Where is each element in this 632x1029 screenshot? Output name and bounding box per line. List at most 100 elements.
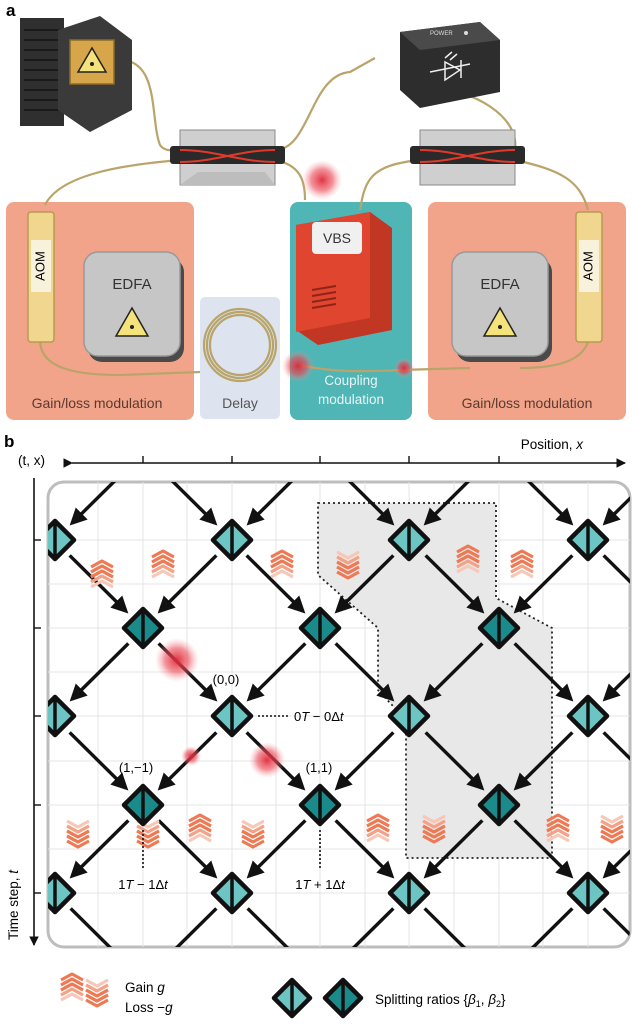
lattice-arrow xyxy=(158,907,218,947)
lattice-arrow xyxy=(68,731,129,791)
lattice-arrow xyxy=(423,819,484,879)
lattice-arrow xyxy=(514,907,574,947)
lattice-arrow xyxy=(69,907,129,947)
lattice-arrow xyxy=(513,482,574,526)
aom-left: AOM xyxy=(27,211,55,343)
lattice-arrow xyxy=(245,554,306,614)
position-ticks xyxy=(142,456,500,463)
lattice-arrow xyxy=(0,467,38,523)
beam-splitter-node xyxy=(210,694,254,738)
delay-label: Delay xyxy=(222,395,258,411)
lattice-arrow xyxy=(513,819,574,879)
beam-splitter-node xyxy=(387,871,431,915)
lattice-arrow xyxy=(423,642,484,702)
lattice-arrow xyxy=(513,642,574,702)
edfa-right: EDFA xyxy=(451,251,552,362)
beam-splitter-node xyxy=(566,518,610,562)
beam-splitter-node xyxy=(48,871,77,915)
lattice-arrow xyxy=(602,907,630,947)
aom-right: AOM xyxy=(575,211,603,343)
time-axis-label: Time step, t xyxy=(6,869,21,940)
coupler-left xyxy=(170,129,285,186)
highlight-region xyxy=(317,502,553,859)
light-pulse xyxy=(249,742,285,778)
delay-region xyxy=(200,297,280,419)
node-label-origin: (0,0) xyxy=(213,672,240,687)
lattice-arrow xyxy=(69,642,130,702)
beam-splitter-node xyxy=(210,518,254,562)
edfa-left-label: EDFA xyxy=(112,276,151,293)
beam-splitter-node xyxy=(121,783,165,827)
light-pulse xyxy=(155,638,199,682)
lattice-arrow xyxy=(602,554,630,613)
aom-right-label: AOM xyxy=(580,251,595,281)
laser-warning-icon xyxy=(76,46,108,73)
beam-splitter-node xyxy=(322,977,364,1019)
lattice-arrow xyxy=(334,819,395,879)
beam-splitter-node xyxy=(387,518,431,562)
gain-legend-label: Gain g xyxy=(125,980,165,995)
lattice-arrow xyxy=(423,907,483,947)
time-label-origin: 0T − 0Δt xyxy=(294,709,345,724)
lattice-arrow xyxy=(246,907,306,947)
loss-legend-icon xyxy=(84,978,110,1008)
lattice-arrow xyxy=(246,642,307,702)
beam-splitter-node xyxy=(477,783,521,827)
coupling-label-line2: modulation xyxy=(318,392,384,407)
gain-loss-label-right: Gain/loss modulation xyxy=(462,395,593,411)
lattice-arrow xyxy=(334,642,395,702)
laser-warning-icon xyxy=(114,306,150,337)
vbs: VBS xyxy=(296,212,392,345)
splitting-legend-icons xyxy=(271,977,364,1019)
lattice-arrow xyxy=(246,819,307,879)
gain-legend-icon xyxy=(59,972,85,1002)
position-axis-label: Position, x xyxy=(521,437,585,452)
photodetector: POWER xyxy=(400,22,500,108)
light-pulse xyxy=(394,358,414,378)
lattice-arrow xyxy=(69,819,130,879)
node-label-left: (1,−1) xyxy=(119,760,153,775)
lattice-arrow xyxy=(424,554,485,614)
beam-splitter-node xyxy=(48,518,77,562)
lattice-arrow xyxy=(69,482,130,526)
lattice-arrow xyxy=(246,482,307,526)
lattice-arrow xyxy=(0,820,38,876)
time-label-left: 1T − 1Δt xyxy=(118,877,169,892)
panel-a-label: a xyxy=(6,1,16,20)
lattice-arrow xyxy=(602,819,630,879)
lattice-arrow xyxy=(424,731,485,791)
beam-splitter-node xyxy=(566,694,610,738)
lattice-arrow xyxy=(602,482,630,526)
panel-a: a xyxy=(6,1,626,420)
panel-b-label: b xyxy=(4,432,14,451)
edfa-right-label: EDFA xyxy=(480,276,519,293)
time-label-right: 1T + 1Δt xyxy=(295,877,346,892)
loss-legend-label: Loss −g xyxy=(125,1000,173,1015)
beam-splitter-node xyxy=(121,606,165,650)
beam-splitter-node xyxy=(387,694,431,738)
legend: Gain g Loss −g Splitting ratios {β1, β2} xyxy=(59,972,506,1019)
lattice-arrow xyxy=(335,907,395,947)
light-pulse xyxy=(181,746,201,766)
lattice-arrow xyxy=(602,642,630,702)
light-pulse xyxy=(282,350,314,382)
edfa-left: EDFA xyxy=(83,251,184,362)
photodiode-icon xyxy=(429,51,471,82)
beam-splitter-node xyxy=(298,606,342,650)
laser-warning-icon xyxy=(482,306,518,337)
lattice-arrow xyxy=(423,482,484,526)
vbs-label: VBS xyxy=(323,230,351,246)
coupling-label-line1: Coupling xyxy=(324,373,377,388)
lattice-arrow xyxy=(334,554,395,614)
beam-splitter-node xyxy=(477,606,521,650)
power-label: POWER xyxy=(430,31,453,37)
lattice-arrow xyxy=(513,731,574,791)
beam-splitter-node xyxy=(48,694,77,738)
time-ticks xyxy=(34,539,41,894)
node-label-right: (1,1) xyxy=(306,760,333,775)
splitting-legend-label: Splitting ratios {β1, β2} xyxy=(375,992,506,1009)
beam-splitter-node xyxy=(271,977,313,1019)
coupler-right xyxy=(410,129,525,186)
coord-label: (t, x) xyxy=(18,453,45,468)
lattice-arrow xyxy=(0,643,38,699)
